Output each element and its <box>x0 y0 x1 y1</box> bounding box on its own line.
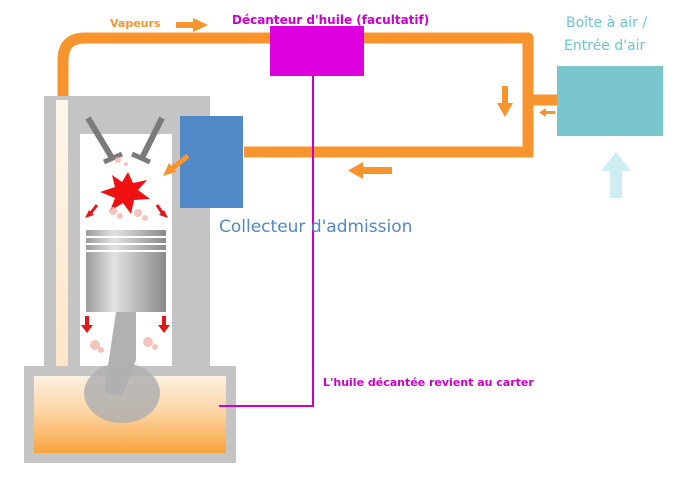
down-arrow <box>497 86 513 117</box>
piston <box>86 230 166 312</box>
intake-manifold-label: Collecteur d'admission <box>219 217 413 237</box>
pressure-arrow-down <box>85 204 168 218</box>
vapour-arrow-right <box>176 18 208 32</box>
oil-decanter <box>270 26 364 76</box>
blowby-vapour <box>90 157 158 353</box>
return-arrow-left <box>348 162 392 179</box>
oil-return-line <box>219 76 314 407</box>
intake-manifold <box>180 116 243 208</box>
return-arrow-left <box>539 108 555 117</box>
intake-arrow <box>163 154 190 176</box>
oil-return-label: L'huile décantée revient au carter <box>323 376 534 389</box>
vapour-pipe <box>57 32 558 158</box>
down-arrow <box>81 316 170 333</box>
air-box-label-line1: Boîte à air / <box>566 15 648 31</box>
crankshaft <box>84 312 160 423</box>
air-box-label-line2: Entrée d'air <box>564 38 646 54</box>
spark-icon <box>100 172 150 214</box>
vapour-label: Vapeurs <box>110 17 161 30</box>
valves <box>85 116 165 165</box>
air-box <box>557 66 663 136</box>
air-inflow-arrow-up <box>601 152 631 198</box>
decanter-label: Décanteur d'huile (facultatif) <box>232 13 430 27</box>
